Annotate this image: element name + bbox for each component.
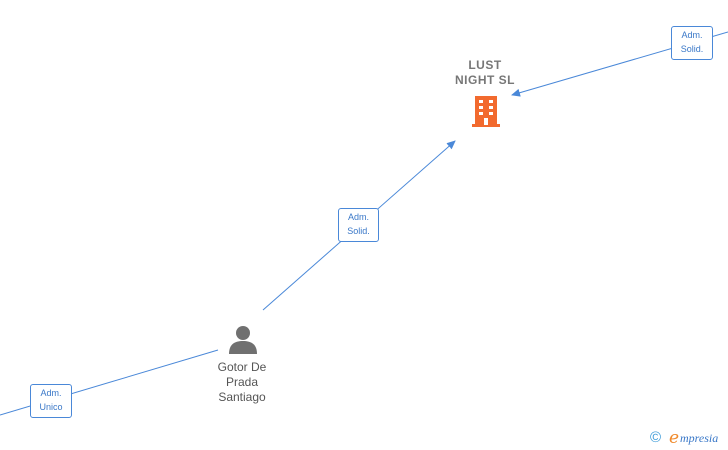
building-icon[interactable] [471,94,501,128]
person-icon[interactable] [228,324,258,354]
role-label-top-right[interactable]: Adm. Solid. [671,26,713,60]
brand-name: mpresia [680,431,719,445]
copyright-icon: © [650,429,662,446]
brand-e-logo: e [669,428,680,448]
role-label-center[interactable]: Adm. Solid. [338,208,379,242]
role-label-bottom-left[interactable]: Adm. Unico [30,384,72,418]
person-name[interactable]: Gotor De Prada Santiago [217,360,267,404]
company-name[interactable]: LUST NIGHT SL [455,58,515,87]
